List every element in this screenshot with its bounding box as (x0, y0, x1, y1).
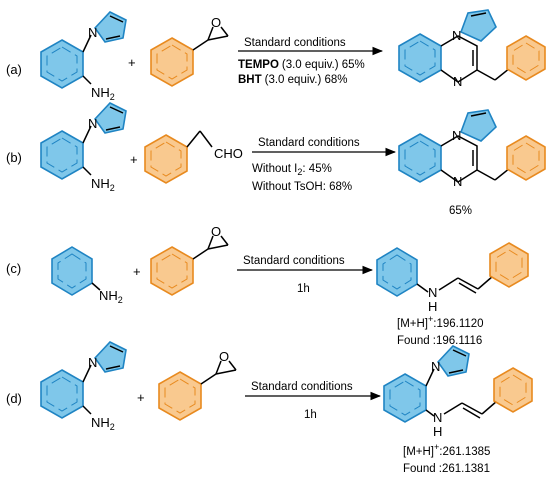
product-styryl-aniline: N H (376, 242, 529, 314)
reaction-row-d: (d) N NH2 + O Standard conditions 1h (6, 341, 533, 475)
amine-nh2: NH2 (91, 176, 115, 193)
reaction-row-b: (b) N NH2 + CHO Standard conditions With… (6, 102, 546, 217)
aldehyde-cho: CHO (214, 146, 243, 161)
reactant-pyrrolyl-aniline: N NH2 (40, 11, 127, 102)
time-text: 1h (297, 283, 310, 295)
nh-hydrogen: H (433, 424, 442, 439)
conditions-text: Standard conditions (258, 137, 360, 149)
benzene-ring-inner (512, 142, 540, 174)
benzene-ring-inner (404, 140, 436, 176)
plus-sign: + (128, 55, 136, 70)
benzene-ring (51, 246, 93, 296)
bht-line: BHT(3.0 equiv.) 68% (238, 74, 348, 86)
plus-sign: + (133, 264, 141, 279)
benzene-ring-inner (156, 44, 188, 80)
product-styryl-pyrrolyl-aniline: N N H (383, 345, 533, 439)
without-tsoh-line: Without TsOH: 68% (252, 181, 352, 193)
product-pyrroloquinoxaline: N N (398, 109, 546, 189)
benzene-ring-inner (495, 249, 523, 281)
conditions-text: Standard conditions (251, 381, 353, 393)
nitrogen-atom: N (88, 116, 97, 131)
benzene-ring-inner (164, 378, 196, 414)
without-iodine-line: Without I2: 45% (252, 163, 332, 177)
reactant-styrene-oxide: O (158, 349, 237, 421)
tempo-line: TEMPO(3.0 equiv.) 65% (238, 59, 365, 71)
benzene-ring (376, 247, 418, 297)
reactant-pyrrolyl-aniline: N NH2 (40, 102, 127, 193)
reactant-phenylacetaldehyde: CHO (144, 130, 243, 184)
pyrrole-ring (459, 9, 497, 42)
conditions-text: Standard conditions (243, 255, 345, 267)
benzene-ring-inner (499, 374, 527, 406)
benzene-ring-inner (46, 376, 78, 412)
nitrogen-atom: N (452, 128, 461, 143)
benzene-ring (506, 135, 546, 181)
oxygen-atom: O (211, 224, 221, 239)
ms-calculated: [M+H]+:196.1120 (397, 314, 484, 330)
benzene-ring-inner (57, 253, 87, 289)
reaction-row-a: (a) N NH2 + O Standard conditions TEMPO( (6, 9, 546, 102)
pyrrole-ring (459, 109, 497, 142)
plus-sign: + (137, 390, 145, 405)
benzene-ring (506, 35, 546, 81)
reactant-styrene-oxide: O (150, 15, 229, 87)
reactant-styrene-oxide: O (150, 224, 229, 296)
reactant-pyrrolyl-aniline: N NH2 (40, 341, 127, 432)
row-label-a: (a) (6, 62, 22, 77)
benzene-ring-inner (46, 46, 78, 82)
nitrogen-atom: N (88, 25, 97, 40)
row-label-b: (b) (6, 150, 22, 165)
ms-found: Found :196.1116 (397, 335, 482, 347)
conditions-text: Standard conditions (244, 37, 346, 49)
benzene-ring-inner (382, 254, 412, 290)
nh-hydrogen: H (428, 299, 437, 314)
reaction-row-c: (c) NH2 + O Standard conditions 1h N (6, 224, 529, 347)
benzene-ring-inner (46, 137, 78, 173)
row-label-d: (d) (6, 391, 22, 406)
amine-nh2: NH2 (91, 85, 115, 102)
row-label-c: (c) (6, 261, 21, 276)
benzene-ring-inner (404, 40, 436, 76)
nitrogen-atom: N (453, 174, 462, 189)
nitrogen-atom: N (88, 355, 97, 370)
product-pyrroloquinoxaline: N N (398, 9, 546, 89)
time-text: 1h (304, 409, 317, 421)
nitrogen-atom: N (453, 74, 462, 89)
amine-nh2: NH2 (91, 415, 115, 432)
benzene-ring (489, 242, 529, 288)
oxygen-atom: O (219, 349, 229, 364)
nitrogen-atom: N (431, 359, 440, 374)
benzene-ring-inner (512, 42, 540, 74)
plus-sign: + (130, 152, 138, 167)
reactant-aniline: NH2 (51, 246, 123, 305)
nh-group: N (428, 285, 437, 300)
nitrogen-atom: N (452, 28, 461, 43)
benzene-ring-inner (156, 253, 188, 289)
yield-text: 65% (449, 205, 472, 217)
ms-found: Found :261.1381 (403, 463, 490, 475)
benzene-ring (493, 367, 533, 413)
amine-nh2: NH2 (99, 288, 123, 305)
ms-calculated: [M+H]+:261.1385 (403, 442, 490, 458)
benzene-ring-inner (389, 380, 421, 416)
nh-group: N (433, 410, 442, 425)
benzene-ring-inner (150, 141, 182, 177)
oxygen-atom: O (211, 15, 221, 30)
